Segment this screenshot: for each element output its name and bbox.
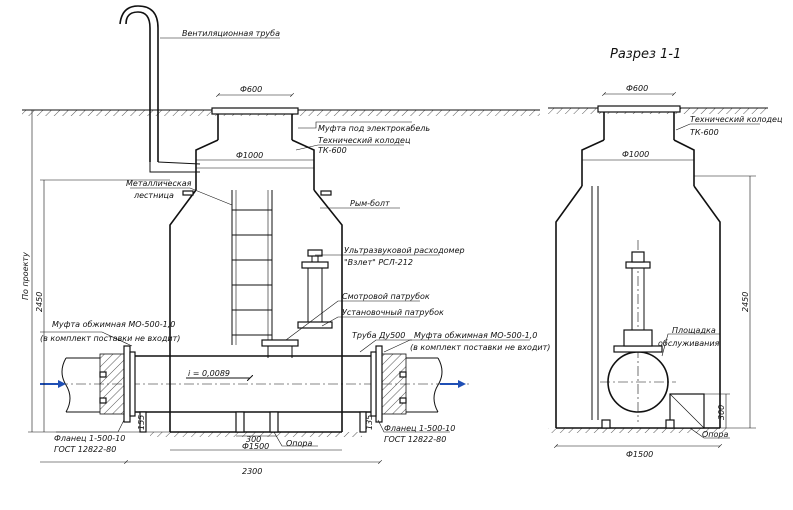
dim-d1500-left: Ф1500	[242, 442, 269, 451]
service-platform	[601, 393, 705, 429]
label-crimp-right-2: (в комплект поставки не входит)	[410, 343, 550, 352]
dim-d1000-right: Ф1000	[622, 150, 649, 159]
dim-h155-left: 155	[137, 415, 146, 430]
right-flange	[370, 345, 407, 423]
main-pipe	[40, 355, 470, 413]
label-crimp-left-2: (в комплект поставки не входит)	[40, 334, 180, 343]
label-ladder-1: Металлическая	[126, 179, 192, 188]
dim-h2450-left: 2450	[35, 292, 44, 312]
section-view: Разрез 1-1	[548, 47, 783, 459]
label-flange-right-1: Фланец 1-500-10	[384, 424, 455, 433]
dimension-lines-right	[556, 94, 756, 446]
label-flange-right-2: ГОСТ 12822-80	[384, 435, 446, 444]
ultrasonic-flowmeter	[297, 249, 333, 329]
pipe-section-circle	[600, 240, 676, 422]
label-crimp-left-1: Муфта обжимная МО-500-1,0	[52, 320, 175, 329]
external-pipes	[61, 357, 443, 413]
dim-d600-right: Ф600	[626, 84, 648, 93]
well-neck-left	[211, 107, 299, 140]
label-eye-bolt: Рым-болт	[350, 199, 390, 208]
leader-lines-right	[661, 123, 760, 439]
dim-d600-left: Ф600	[240, 85, 262, 94]
label-flange-left-2: ГОСТ 12822-80	[54, 445, 116, 454]
label-by-project: По проекту	[21, 252, 30, 300]
label-platform-2: обслуживания	[658, 339, 720, 348]
label-ladder-2: лестница	[133, 191, 174, 200]
flow-arrow-in	[40, 380, 66, 388]
label-pipe-du500: Труба Ду500	[352, 331, 405, 340]
dim-d1500-right: Ф1500	[626, 450, 653, 459]
label-right-tech-well-2: ТК-600	[690, 128, 719, 137]
dim-width-300: 300	[246, 435, 261, 444]
label-slope: i = 0,0089	[188, 369, 230, 378]
metal-ladder	[231, 190, 273, 345]
label-flowmeter-1: Ультразвуковой расходомер	[344, 246, 465, 255]
section-title: Разрез 1-1	[610, 47, 681, 62]
flow-arrow-out	[440, 380, 466, 388]
ladder-side-right	[591, 186, 599, 420]
dim-h300-right: 300	[717, 405, 726, 420]
label-tech-well-2: ТК-600	[318, 146, 347, 155]
label-tech-well-1: Технический колодец	[318, 136, 411, 145]
label-inspection-nozzle: Смотровой патрубок	[342, 292, 430, 301]
label-support-left: Опора	[286, 439, 313, 448]
dim-d1000-left: Ф1000	[236, 151, 263, 160]
well-bottom-left	[150, 431, 362, 437]
label-crimp-right-1: Муфта обжимная МО-500-1,0	[414, 331, 537, 340]
label-vent-pipe: Вентиляционная труба	[182, 29, 280, 38]
label-mounting-nozzle: Установочный патрубок	[342, 308, 444, 317]
flowmeter-right	[625, 251, 651, 330]
front-view: Вентиляционная труба Муфта под электрока…	[21, 5, 550, 476]
leader-lines-left	[40, 37, 530, 447]
dim-h135-right: 135	[365, 415, 374, 430]
label-right-support: Опора	[702, 430, 729, 439]
left-flange	[99, 345, 136, 423]
dim-h2450-right: 2450	[741, 292, 750, 312]
supports-left	[139, 411, 367, 433]
well-middle-left	[169, 139, 343, 432]
label-right-tech-well-1: Технический колодец	[690, 115, 783, 124]
dim-length-2300: 2300	[242, 467, 262, 476]
label-platform-1: Площадка	[672, 326, 716, 335]
label-flange-left-1: Фланец 1-500-10	[54, 434, 125, 443]
well-neck-right	[597, 105, 681, 140]
label-flowmeter-2: "Взлет" РСЛ-212	[344, 258, 413, 267]
vent-pipe	[119, 5, 201, 173]
label-cable-sleeve: Муфта под электрокабель	[318, 124, 430, 133]
dimension-lines-left	[28, 95, 380, 462]
